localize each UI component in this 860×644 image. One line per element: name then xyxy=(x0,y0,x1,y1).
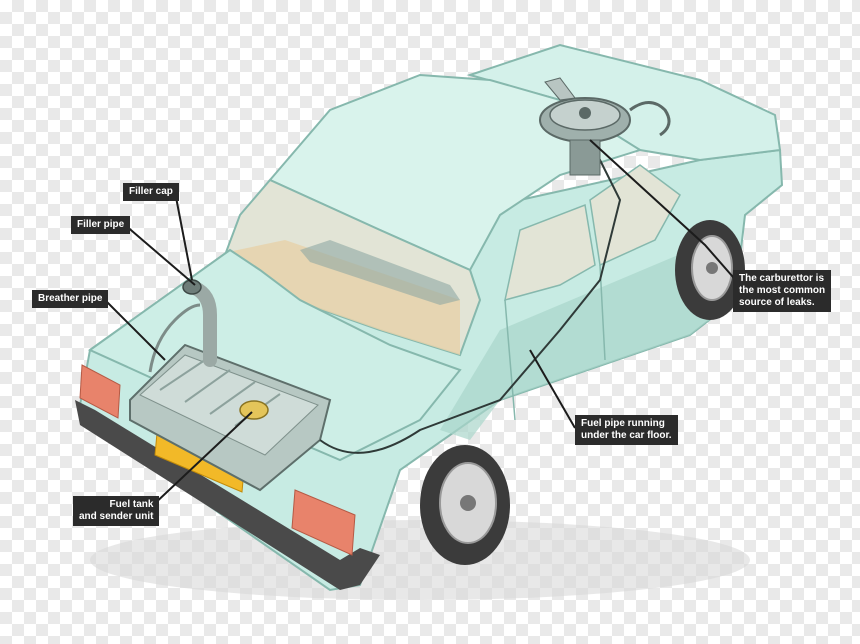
label-filler-cap: Filler cap xyxy=(123,183,179,201)
car-shadow xyxy=(90,520,750,600)
label-fuel-pipe: Fuel pipe running under the car floor. xyxy=(575,415,678,445)
label-fuel-tank: Fuel tank and sender unit xyxy=(73,496,159,526)
leader-filler-pipe xyxy=(125,225,195,285)
label-breather-pipe: Breather pipe xyxy=(32,290,108,308)
leader-filler-cap xyxy=(175,192,192,280)
label-filler-pipe: Filler pipe xyxy=(71,216,130,234)
rear-wheel xyxy=(420,445,510,565)
label-carburettor: The carburettor is the most common sourc… xyxy=(733,270,831,312)
sender-unit xyxy=(240,401,268,419)
